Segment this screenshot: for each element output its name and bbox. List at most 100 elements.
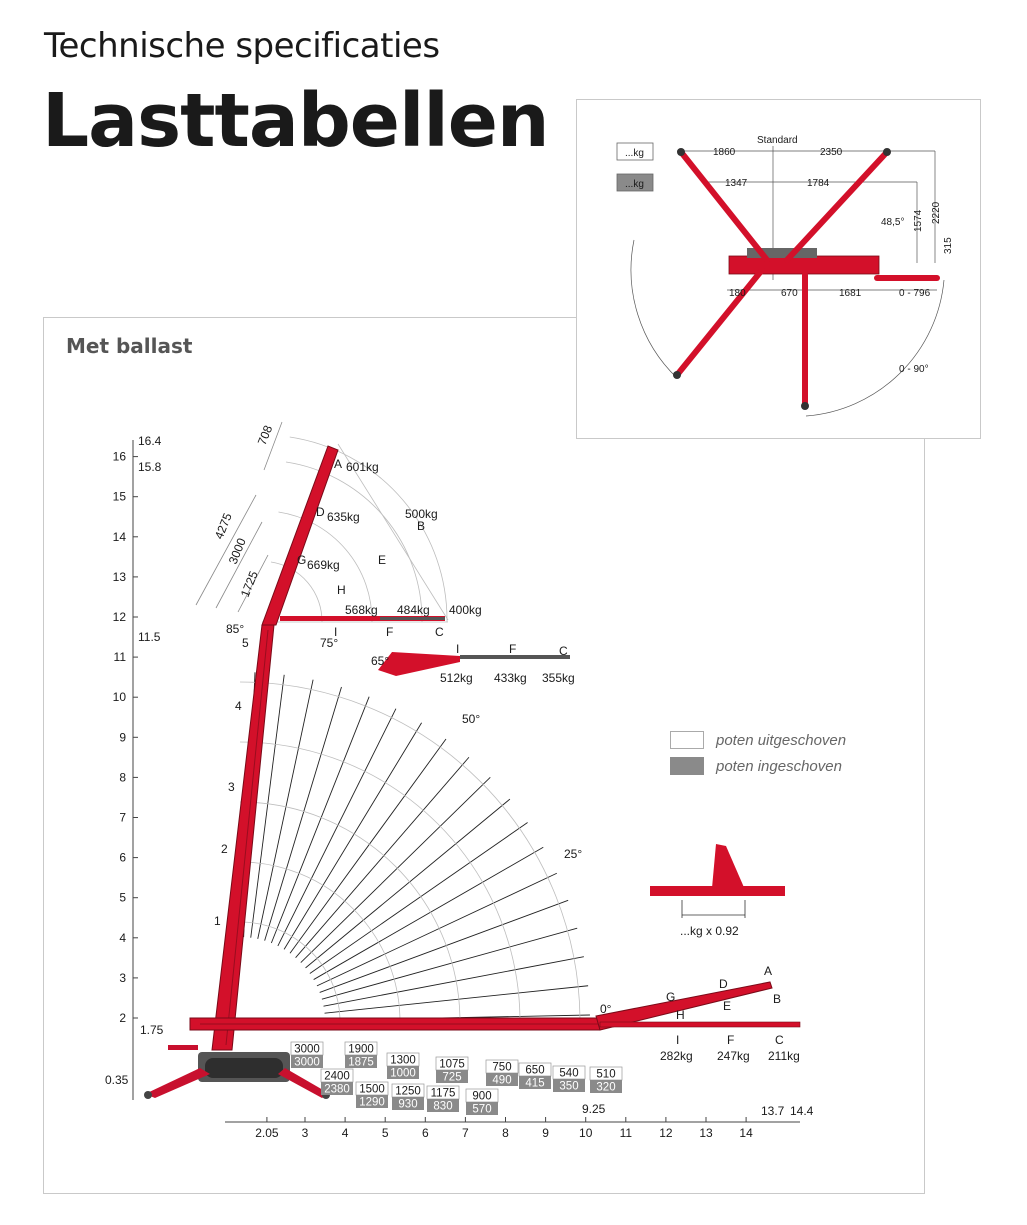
fan-arc [239,801,461,1023]
page-subtitle: Technische specificaties [44,26,440,66]
load-433: 433kg [494,671,527,685]
section-4: 4 [235,699,242,713]
fan-ray [257,679,314,939]
jib-65 [378,652,570,676]
kg-white-box [616,142,654,161]
top-fan-arc [285,461,423,623]
x-tick-label: 11 [620,1126,633,1140]
dim-1725: 1725 [238,569,261,599]
fan-ray [313,846,544,980]
fan-arc [239,681,581,1023]
dim-2350: 2350 [820,147,843,158]
fan-ray [283,722,422,950]
fan-ray [264,686,342,941]
fan-ray [305,798,511,969]
y-tick-label: 13 [113,570,127,584]
jib-top-horizontal [280,616,445,621]
dim-48.5: 48,5° [881,217,904,228]
load-value-grey: 1290 [359,1097,385,1109]
fan-ray [324,985,589,1014]
dim-0-796: 0 - 796 [899,288,931,299]
load-282: 282kg [660,1049,693,1063]
factor-label: ...kg x 0.92 [680,924,739,938]
point-F-right: F [727,1033,734,1047]
load-box-grey [436,1070,468,1083]
dim-1574: 1574 [913,209,924,232]
fan-ray [316,872,558,987]
section-2: 2 [221,842,228,856]
load-value-grey: 415 [525,1078,544,1090]
x-tick-label: 5 [382,1126,389,1140]
x-tick-label: 14 [739,1126,753,1140]
load-box-grey [291,1055,323,1068]
load-value-grey: 3000 [294,1057,320,1069]
x-label-9.25: 9.25 [582,1102,606,1116]
y-tick-label: 12 [113,610,127,624]
fan-ray [295,756,470,959]
point-E-right: E [723,999,731,1013]
legend-label-retracted: poten ingeschoven [716,757,842,775]
legend-swatch-white [670,731,704,749]
x-tick-label: 4 [342,1126,349,1140]
point-F-top: F [386,625,393,639]
load-635: 635kg [327,510,360,524]
x-tick-label: 6 [422,1126,429,1140]
legend-item-retracted: poten ingeschoven [670,753,846,779]
point-B-right: B [773,992,781,1006]
boom-horizontal [189,981,801,1031]
outrigger-inset: ...kg ...kg Standard 18 [576,99,981,439]
dim-1784: 1784 [807,178,830,189]
angle-25: 25° [564,847,582,861]
x-tick-label: 7 [462,1126,469,1140]
boom-dimension-lines [195,421,283,613]
fan-ray [300,777,491,963]
dim-2220: 2220 [931,201,942,224]
point-C-mid: C [559,644,568,658]
point-D-right: D [719,977,728,991]
fan-arc [239,861,401,1023]
panel-title: Met ballast [66,334,193,358]
boom-vertical [211,445,339,1051]
y-tick-label: 6 [119,851,126,865]
top-fan-line [337,443,449,621]
point-F-mid: F [509,642,516,656]
load-value-grey: 490 [492,1075,511,1087]
load-500: 500kg [405,507,438,521]
fan-ray [277,708,397,947]
load-601: 601kg [346,460,379,474]
load-box-grey [553,1079,585,1092]
fan-ray [270,696,370,944]
dim-670: 670 [781,288,798,299]
load-value-white: 1500 [359,1084,385,1096]
y-tick-label: 14 [113,530,127,544]
load-value-grey: 1000 [390,1068,416,1080]
kg-grey-box [616,173,654,192]
load-211: 211kg [768,1049,800,1063]
dim-708: 708 [255,423,276,447]
load-value-grey: 1875 [348,1057,374,1069]
y-tick-label: 9 [119,730,126,744]
point-A-top: A [334,457,342,471]
point-C-right: C [775,1033,784,1047]
load-value-white: 900 [472,1091,491,1103]
point-D-top: D [316,505,325,519]
x-tick-label: 8 [502,1126,509,1140]
angle-75: 75° [320,636,338,650]
load-box-grey [427,1099,459,1112]
y-label-15.8: 15.8 [138,460,162,474]
y-tick-label: 16 [113,450,127,464]
crane-base [144,1045,330,1099]
standard-label: Standard [757,135,798,146]
fan-arc [239,921,341,1023]
load-value-white: 510 [596,1069,615,1081]
y-tick-label: 2 [119,1011,126,1025]
y-tick-label: 7 [119,811,126,825]
y-label-16.4: 16.4 [138,434,162,448]
x-label-14.4: 14.4 [790,1104,814,1118]
angle-65: 65° [371,654,389,668]
load-value-white: 1175 [431,1088,456,1100]
load-value-white: 2400 [324,1071,350,1083]
